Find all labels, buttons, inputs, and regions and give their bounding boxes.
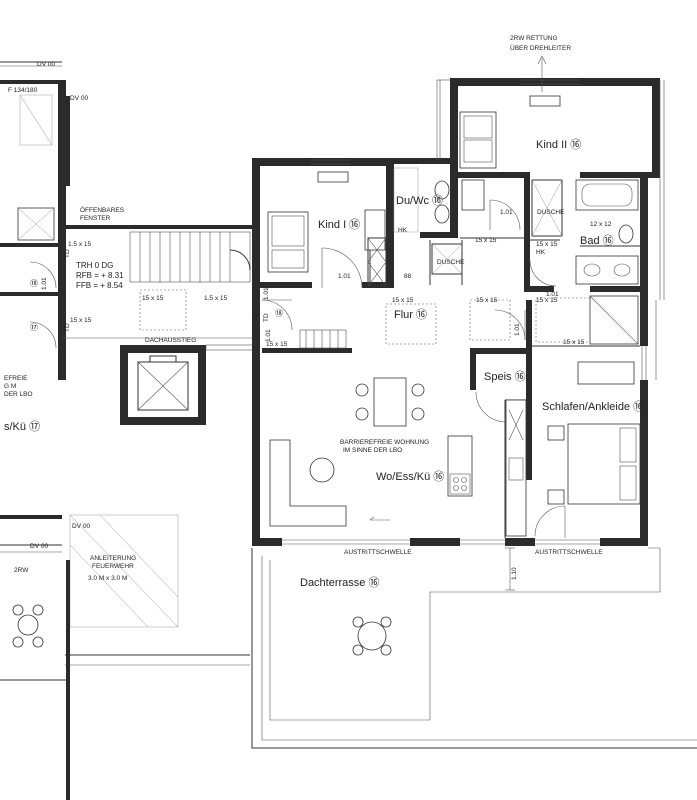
dim-110: 1.10: [511, 567, 518, 580]
furniture-duwc: [367, 167, 485, 287]
left-cut-label-1: EFREIE: [4, 375, 28, 382]
dashed-openings: [385, 297, 591, 345]
dim-label: 1.01: [500, 209, 513, 216]
furniture-schlafen: [547, 295, 641, 505]
oeffenbares-label-1: ÖFFENBARES: [80, 206, 125, 214]
left-neighbour-unit: [0, 61, 250, 800]
oeffenbares-label-2: FENSTER: [80, 215, 111, 222]
door-18-label: ⑱: [30, 279, 38, 288]
room-schlafen: Schlafen/Ankleide ⑯: [542, 400, 644, 413]
left-cut-label-4: s/Kü ⑰: [4, 420, 40, 433]
furniture-kind1: [267, 171, 386, 273]
td-label-1: TD: [64, 249, 71, 258]
dim-label: 15 x 15: [536, 241, 558, 248]
apartment-walls: [252, 78, 660, 546]
bad-size: 12 x 12: [590, 221, 612, 228]
td-label-2: TD: [64, 323, 71, 332]
hk-label-1: HK: [398, 227, 408, 234]
left-cut-label-2: G M: [4, 383, 16, 390]
dim-label: 1.01: [338, 273, 351, 280]
rw2-label: 2RW: [14, 567, 29, 574]
room-wohnen: Wo/Ess/Kü ⑯: [376, 470, 444, 483]
barrierefrei-label-1: BARRIEREFREIE WOHNUNG: [340, 439, 429, 446]
left-cut-label-3: DER LBO: [4, 391, 33, 398]
door-16-label: ⑱: [275, 309, 283, 318]
room-dachterrasse: Dachterrasse ⑯: [300, 576, 379, 589]
hk-label-2: HK: [536, 249, 546, 256]
austritt-label-1: AUSTRITTSCHWELLE: [344, 549, 412, 556]
dachausstieg-label: DACHAUSSTIEG: [145, 337, 196, 344]
dim-label: 1.01: [546, 291, 559, 298]
dim-label: 1.5 x 15: [68, 241, 92, 248]
dim-label: 15 x 15: [536, 297, 558, 304]
dv00-bottom-1: DV 00: [72, 523, 90, 530]
dim-label: 1.5 x 15: [204, 295, 228, 302]
f-label: F 134/180: [8, 87, 38, 94]
stairwell: [62, 225, 258, 425]
room-flur: Flur ⑯: [394, 308, 427, 321]
ffb-label: FFB = + 8.54: [76, 281, 123, 290]
doors: [261, 199, 566, 538]
furniture-kind2: [459, 95, 561, 169]
dim-label: 88: [404, 273, 412, 280]
dv00-bottom-2: DV 00: [30, 543, 48, 550]
dim-label: 1.01: [265, 329, 272, 342]
dim-label: 15 x 15: [266, 341, 288, 348]
dim-label: 1.01: [263, 287, 270, 300]
dim-label: 15 x 15: [392, 297, 414, 304]
rescue-label-1: 2RW RETTUNG: [510, 35, 558, 42]
dim-label: 15 x 15: [563, 339, 585, 346]
austritt-label-2: AUSTRITTSCHWELLE: [535, 549, 603, 556]
rfb-label: RFB = + 8.31: [76, 271, 124, 280]
furniture-bad: [531, 179, 639, 285]
anleiter-label-3: 3.0 M x 3.0 M: [88, 575, 127, 582]
dv00-left-label: DV 00: [70, 95, 88, 102]
dusche-label-2: DUSCHE: [437, 259, 465, 266]
dim-label: 15 x 15: [142, 295, 164, 302]
dv00-top-label: DV 00: [37, 61, 55, 68]
roof-terrace: [251, 55, 697, 749]
dim-label: 1.01: [514, 323, 521, 336]
door-17-label: ⑰: [30, 323, 38, 332]
room-kind2: Kind II ⑯: [536, 138, 581, 151]
anleiter-label-1: ANLEITERUNG: [90, 555, 136, 562]
labels: DV 00 DV 00 F 134/180 2RW RETTUNG ÜBER D…: [4, 35, 644, 589]
room-speis: Speis ⑯: [484, 370, 526, 383]
barrierefrei-label-2: IM SINNE DER LBO: [343, 447, 402, 454]
anleiter-label-2: FEUERWEHR: [92, 563, 134, 570]
dim-label: 15 x 15: [476, 297, 498, 304]
td-label-3: TD: [252, 313, 259, 322]
furniture-wohnen: [269, 329, 527, 537]
dim-label: 15 x 15: [70, 317, 92, 324]
room-bad: Bad ⑯: [580, 234, 614, 247]
windows: [282, 79, 647, 545]
dim-label: 15 x 15: [475, 237, 497, 244]
trh-label: TRH 0 DG: [76, 261, 113, 270]
room-kind1: Kind I ⑯: [318, 218, 360, 231]
dusche-label-1: DUSCHE: [537, 209, 565, 216]
rescue-label-2: ÜBER DREHLEITER: [510, 44, 571, 52]
partitions: [369, 237, 640, 538]
room-duwc: Du/Wc ⑯: [396, 194, 443, 207]
dim-label: 1.01: [41, 277, 48, 290]
td-label-4: TD: [263, 313, 270, 322]
